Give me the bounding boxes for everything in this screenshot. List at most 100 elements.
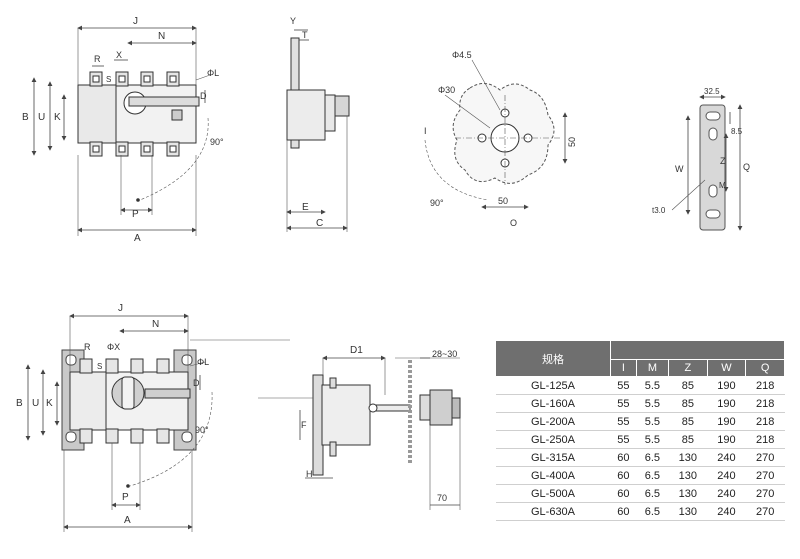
cell-model: GL-200A bbox=[495, 412, 611, 431]
label-N: N bbox=[158, 31, 165, 42]
label-bore: Φ30 bbox=[438, 85, 455, 95]
label-P: P bbox=[132, 209, 139, 220]
model-header: 规格 bbox=[495, 340, 611, 377]
cell-z: 130 bbox=[668, 466, 708, 485]
cell-q: 218 bbox=[745, 376, 785, 395]
top-side-view: Y T E C bbox=[286, 16, 350, 232]
label-top: 32.5 bbox=[704, 87, 720, 96]
cell-m: 6.5 bbox=[636, 466, 669, 485]
cell-i: 60 bbox=[610, 484, 637, 503]
cell-i: 60 bbox=[610, 466, 637, 485]
cell-w: 190 bbox=[707, 376, 746, 395]
label-D: D bbox=[200, 91, 207, 101]
label-S: S bbox=[106, 75, 111, 84]
top-bracket: 32.5 8.5 W Z Q M t3.0 bbox=[652, 87, 750, 231]
label-dim-horizontal: 50 bbox=[498, 196, 508, 206]
label-F: F bbox=[301, 420, 307, 430]
cell-z: 130 bbox=[668, 502, 708, 521]
label-thickness: t3.0 bbox=[652, 206, 666, 215]
col-I: I bbox=[610, 359, 637, 377]
label-panel-angle: 90° bbox=[430, 198, 444, 208]
label-D1: D1 bbox=[350, 345, 363, 356]
label-Y: Y bbox=[290, 16, 296, 26]
cell-z: 85 bbox=[668, 394, 708, 413]
label-range: 28~30 bbox=[432, 349, 457, 359]
col-M: M bbox=[635, 359, 670, 377]
table-header-row: 规格 bbox=[495, 340, 785, 377]
cell-z: 85 bbox=[668, 376, 708, 395]
cell-m: 5.5 bbox=[636, 430, 669, 449]
cell-i: 55 bbox=[610, 412, 637, 431]
cell-q: 270 bbox=[745, 502, 785, 521]
label-right: 8.5 bbox=[731, 127, 743, 136]
label-P: P bbox=[122, 492, 129, 503]
label-U: U bbox=[32, 398, 39, 409]
cell-q: 270 bbox=[745, 448, 785, 467]
label-X: X bbox=[116, 50, 122, 60]
cell-w: 190 bbox=[707, 412, 746, 431]
cell-i: 60 bbox=[610, 502, 637, 521]
cell-model: GL-250A bbox=[495, 430, 611, 449]
cell-z: 85 bbox=[668, 412, 708, 431]
label-C: C bbox=[316, 218, 323, 229]
label-angle: 90° bbox=[195, 425, 209, 435]
cell-model: GL-125A bbox=[495, 376, 611, 395]
label-K: K bbox=[54, 112, 61, 123]
cell-z: 85 bbox=[668, 430, 708, 449]
cell-q: 218 bbox=[745, 430, 785, 449]
cell-q: 218 bbox=[745, 412, 785, 431]
col-W: W bbox=[706, 359, 747, 377]
cell-w: 240 bbox=[707, 502, 746, 521]
cell-i: 55 bbox=[610, 430, 637, 449]
table-column-row: I M Z W Q bbox=[496, 359, 785, 377]
top-terminals bbox=[89, 71, 180, 87]
cell-m: 6.5 bbox=[636, 502, 669, 521]
label-Q: Q bbox=[743, 162, 750, 172]
cell-model: GL-400A bbox=[495, 466, 611, 485]
label-B: B bbox=[16, 398, 23, 409]
label-Z: Z bbox=[720, 156, 726, 166]
cell-model: GL-500A bbox=[495, 484, 611, 503]
label-B: B bbox=[22, 112, 29, 123]
cell-i: 55 bbox=[610, 376, 637, 395]
top-front-view: J N R X S ΦL D B U K P A 90° bbox=[22, 16, 224, 244]
label-dim-vertical: 50 bbox=[567, 137, 577, 147]
cell-w: 190 bbox=[707, 394, 746, 413]
cell-m: 5.5 bbox=[636, 412, 669, 431]
cell-q: 218 bbox=[745, 394, 785, 413]
cell-model: GL-630A bbox=[495, 502, 611, 521]
cell-w: 240 bbox=[707, 484, 746, 503]
cell-model: GL-160A bbox=[495, 394, 611, 413]
label-I: I bbox=[424, 126, 427, 136]
label-J: J bbox=[133, 16, 138, 27]
label-M: M bbox=[719, 181, 726, 190]
label-T: T bbox=[302, 30, 308, 40]
label-hole: Φ4.5 bbox=[452, 50, 472, 60]
cell-m: 5.5 bbox=[636, 394, 669, 413]
top-panel-cutout: Φ4.5 Φ30 50 50 I O 90° bbox=[424, 50, 577, 228]
cell-q: 270 bbox=[745, 466, 785, 485]
label-E: E bbox=[302, 202, 309, 213]
cell-i: 55 bbox=[610, 394, 637, 413]
cell-m: 5.5 bbox=[636, 376, 669, 395]
label-W: W bbox=[675, 164, 684, 174]
cell-i: 60 bbox=[610, 448, 637, 467]
label-N: N bbox=[152, 319, 159, 330]
label-H: H bbox=[306, 469, 313, 479]
col-Z: Z bbox=[668, 359, 708, 377]
label-S: S bbox=[97, 362, 102, 371]
cell-m: 6.5 bbox=[636, 448, 669, 467]
label-R: R bbox=[84, 342, 91, 352]
switch-left-block bbox=[77, 84, 117, 144]
cell-z: 130 bbox=[668, 448, 708, 467]
label-A: A bbox=[124, 515, 131, 526]
label-R: R bbox=[94, 54, 101, 64]
